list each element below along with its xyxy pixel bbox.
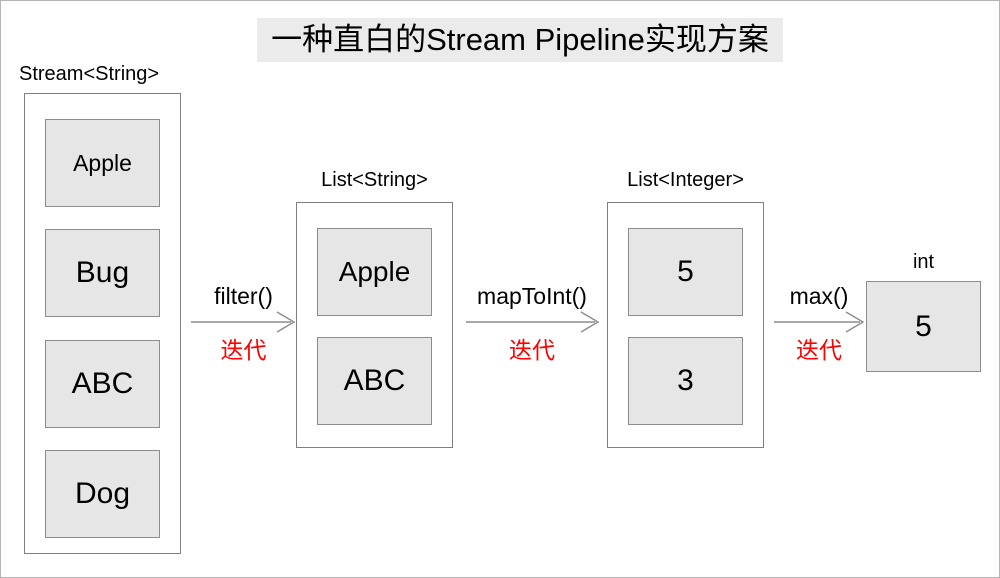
stage-container-stream: Apple Bug ABC Dog bbox=[24, 93, 181, 554]
arrow-label-maptoint: mapToInt() bbox=[477, 283, 587, 309]
stream-item-1: Bug bbox=[45, 229, 160, 317]
arrow-group-max: max() 迭代 bbox=[774, 283, 865, 373]
arrow-line-maptoint bbox=[466, 311, 600, 333]
arrow-annotation-max: 迭代 bbox=[796, 337, 842, 363]
arrow-annotation-filter: 迭代 bbox=[220, 337, 267, 363]
stream-item-3: Dog bbox=[45, 450, 160, 538]
list-integer-item-0: 5 bbox=[628, 228, 743, 316]
stage-container-list-integer: 5 3 bbox=[607, 202, 764, 448]
int-result-value: 5 bbox=[866, 281, 981, 372]
stage-label-list-string: List<String> bbox=[321, 169, 428, 191]
arrow-label-filter: filter() bbox=[214, 283, 273, 309]
stage-container-list-string: Apple ABC bbox=[296, 202, 453, 448]
list-string-item-0: Apple bbox=[317, 228, 432, 316]
list-integer-item-1: 3 bbox=[628, 337, 743, 425]
arrow-group-maptoint: mapToInt() 迭代 bbox=[461, 283, 603, 373]
arrow-group-filter: filter() 迭代 bbox=[191, 283, 296, 373]
stage-label-int: int bbox=[912, 251, 935, 273]
stage-label-list-integer: List<Integer> bbox=[627, 169, 744, 191]
arrow-line-max bbox=[774, 311, 865, 333]
arrow-line-filter bbox=[191, 311, 296, 333]
arrow-annotation-maptoint: 迭代 bbox=[509, 337, 555, 363]
list-string-item-1: ABC bbox=[317, 337, 432, 425]
stream-item-2: ABC bbox=[45, 340, 160, 428]
stream-item-0: Apple bbox=[45, 119, 160, 207]
arrow-label-max: max() bbox=[789, 283, 849, 309]
stage-label-stream: Stream<String> bbox=[19, 63, 160, 85]
page-title: 一种直白的Stream Pipeline实现方案 bbox=[257, 18, 783, 62]
